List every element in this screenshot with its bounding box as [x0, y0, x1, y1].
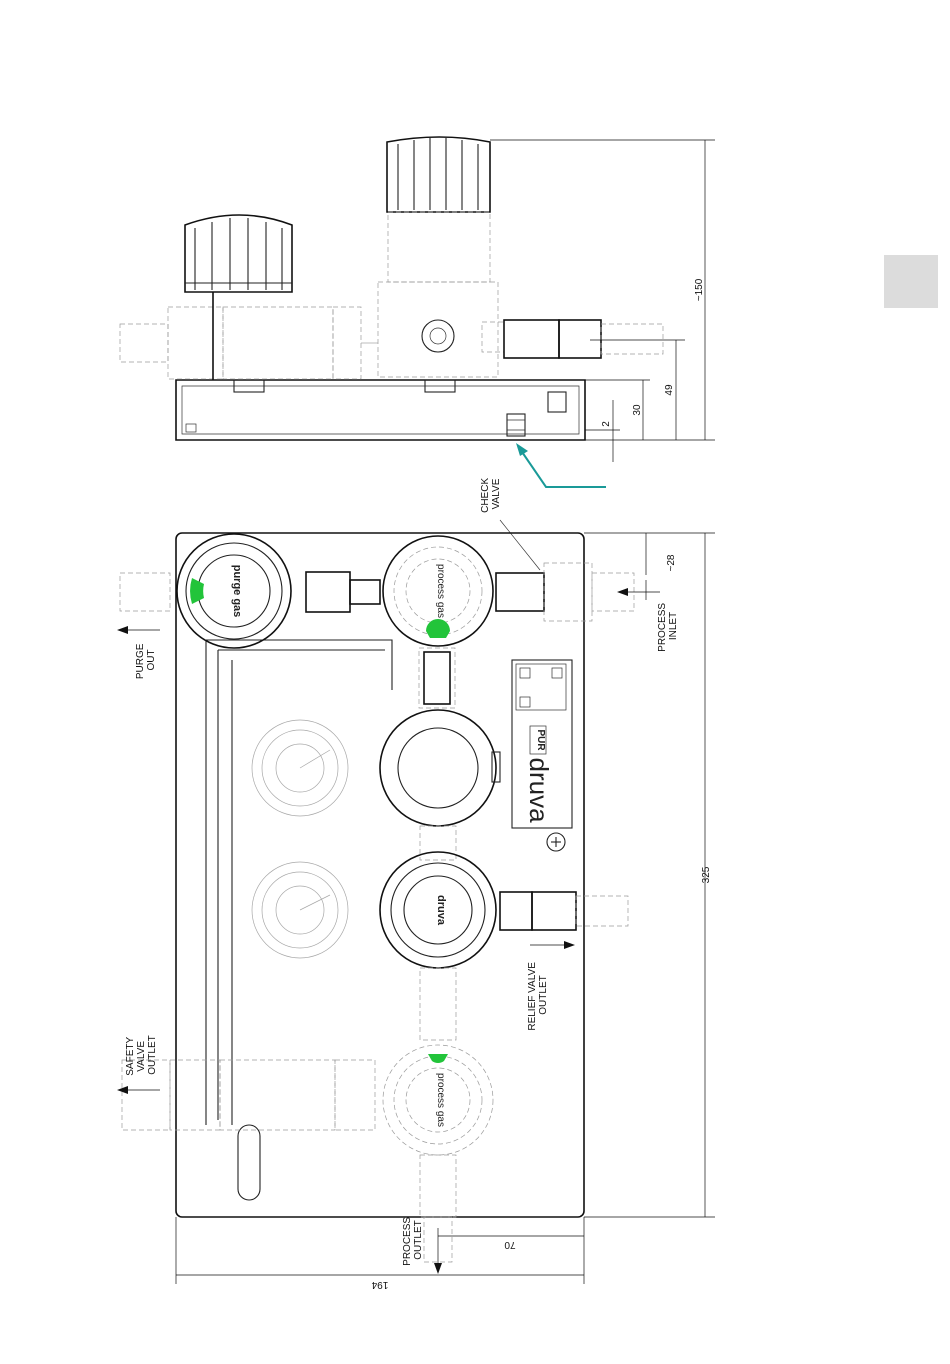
purge-process-connector	[306, 572, 350, 612]
label-purge-out: PURGE OUT	[135, 641, 157, 679]
dim-length-325: 325	[701, 866, 712, 883]
label-process-outlet: PROCESS OUTLET	[402, 1214, 424, 1266]
side-view-base-plate	[176, 380, 585, 440]
nameplate-brand: druva	[524, 757, 554, 823]
side-view-small-knob	[185, 215, 292, 380]
check-valve-pointer-arrow	[516, 443, 606, 487]
side-view-right-pipe	[504, 320, 663, 358]
pressure-gauge-upper	[252, 720, 348, 816]
dim-width-194: 194	[371, 1279, 388, 1290]
flow-arrows	[117, 580, 660, 1274]
dim-inlet-28: ~28	[666, 554, 677, 571]
filter-housing	[380, 710, 500, 826]
dim-offset-2: 2	[601, 421, 612, 427]
purge-gas-label: purge gas	[231, 565, 243, 618]
dim-height-total: ~150	[694, 278, 705, 301]
slot-hole	[238, 1125, 260, 1200]
nameplate-product: PUR	[535, 729, 546, 751]
pressure-gauge-lower	[252, 862, 348, 958]
purge-indicator-green	[190, 578, 204, 604]
dim-offset-30: 30	[632, 404, 643, 416]
middle-regulator-logo: druva	[435, 895, 447, 926]
dim-outlet-70: 70	[504, 1239, 516, 1250]
front-view: purge gas process gas	[120, 533, 634, 1262]
side-view-large-regulator	[378, 137, 504, 377]
label-safety-valve-outlet: SAFETY VALVE OUTLET	[125, 1034, 158, 1076]
dim-offset-49: 49	[664, 384, 675, 396]
label-process-inlet: PROCESS INLET	[657, 600, 679, 652]
process-gas-label-top: process gas	[435, 564, 446, 618]
process-gas-label-bottom: process gas	[435, 1073, 446, 1127]
process-indicator-green-bottom	[428, 1054, 448, 1063]
label-relief-valve-outlet: RELIEF VALVE OUTLET	[527, 959, 549, 1030]
front-base-plate	[176, 533, 584, 1217]
check-valve-leader	[500, 520, 540, 570]
side-view	[120, 137, 715, 487]
label-check-valve: CHECK VALVE	[480, 475, 502, 513]
side-view-left-pipe	[120, 307, 378, 379]
